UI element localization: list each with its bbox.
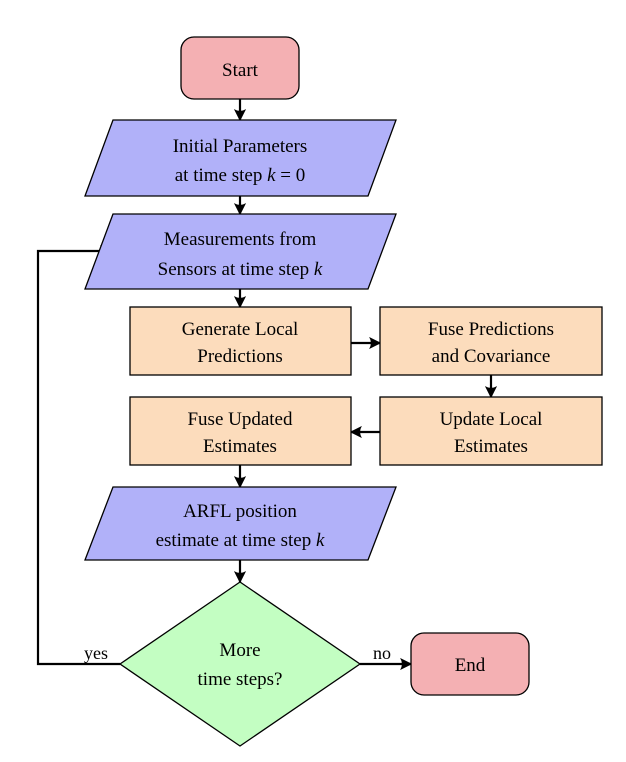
- measurements-node: Measurements from Sensors at time step k: [84, 213, 397, 290]
- initial-parameters-line2: at time step k = 0: [175, 165, 306, 186]
- measurements-shape: [84, 213, 397, 290]
- measurements-line1: Measurements from: [164, 229, 317, 250]
- fuse-updated-line2: Estimates: [203, 436, 277, 457]
- generate-predictions-line2: Predictions: [197, 346, 283, 367]
- start-label: Start: [222, 60, 259, 81]
- arrow-yes-loop: [36, 244, 120, 666]
- arfl-estimate-line1: ARFL position: [183, 501, 297, 522]
- end-label: End: [455, 655, 486, 676]
- update-estimates-node: Update Local Estimates: [379, 396, 603, 466]
- yes-edge-label: yes: [84, 643, 108, 663]
- decision-line2: time steps?: [198, 669, 283, 690]
- decision-diamond-shape: [118, 581, 362, 747]
- fuse-updated-shape: [129, 396, 352, 466]
- generate-predictions-line1: Generate Local: [182, 319, 299, 340]
- fuse-predictions-node: Fuse Predictions and Covariance: [379, 306, 603, 376]
- update-estimates-line1: Update Local: [440, 409, 543, 430]
- arfl-estimate-line2: estimate at time step k: [156, 530, 325, 551]
- measurements-line2: Sensors at time step k: [158, 259, 323, 280]
- arfl-estimate-node: ARFL position estimate at time step k: [84, 486, 397, 561]
- initial-parameters-shape: [84, 119, 397, 197]
- decision-node: More time steps?: [118, 581, 362, 747]
- fuse-updated-line1: Fuse Updated: [187, 409, 293, 430]
- generate-predictions-node: Generate Local Predictions: [129, 306, 352, 376]
- arfl-estimate-shape: [84, 486, 397, 561]
- fuse-predictions-shape: [379, 306, 603, 376]
- no-edge-label: no: [373, 643, 391, 663]
- fuse-updated-node: Fuse Updated Estimates: [129, 396, 352, 466]
- end-node: End: [410, 632, 530, 696]
- fuse-predictions-line1: Fuse Predictions: [428, 319, 554, 340]
- end-terminal-shape: [410, 632, 530, 696]
- start-node: Start: [180, 36, 300, 100]
- update-estimates-shape: [379, 396, 603, 466]
- start-terminal-shape: [180, 36, 300, 100]
- update-estimates-line2: Estimates: [454, 436, 528, 457]
- generate-predictions-shape: [129, 306, 352, 376]
- initial-parameters-line1: Initial Parameters: [173, 136, 308, 157]
- decision-line1: More: [219, 640, 260, 661]
- initial-parameters-node: Initial Parameters at time step k = 0: [84, 119, 397, 197]
- fuse-predictions-line2: and Covariance: [432, 346, 551, 367]
